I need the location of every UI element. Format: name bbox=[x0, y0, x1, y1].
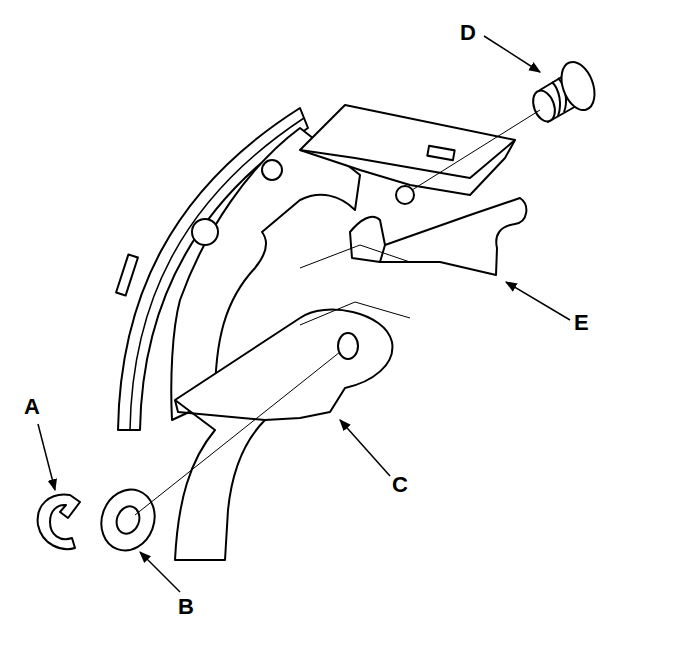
leader-arrow bbox=[506, 282, 570, 320]
leader-arrow bbox=[484, 36, 540, 72]
lining-tab bbox=[116, 254, 138, 295]
leader-arrow bbox=[140, 552, 180, 592]
part-letter: C bbox=[392, 474, 408, 496]
bracket-e bbox=[350, 198, 526, 275]
leader-arrow bbox=[38, 424, 55, 490]
lever-c bbox=[175, 310, 392, 560]
assembly-bracket bbox=[300, 245, 410, 268]
clip-a bbox=[38, 495, 80, 550]
part-letter: D bbox=[460, 22, 476, 44]
tab-slot bbox=[427, 146, 454, 160]
part-letter: A bbox=[24, 396, 40, 418]
leader-arrow bbox=[340, 420, 390, 476]
assembly-bracket bbox=[300, 302, 410, 325]
web-hole bbox=[192, 219, 218, 245]
lever-hole bbox=[338, 333, 358, 359]
lever-c-edge bbox=[175, 400, 265, 420]
washer-b bbox=[93, 482, 163, 558]
center-line bbox=[412, 110, 540, 190]
tab-hole bbox=[396, 186, 414, 204]
web-hole bbox=[262, 160, 282, 180]
washer-b-hole bbox=[113, 503, 143, 537]
pin-d-head bbox=[555, 57, 600, 114]
part-letter: E bbox=[574, 312, 589, 334]
part-letter: B bbox=[178, 596, 194, 618]
shoe-top-tab bbox=[300, 105, 515, 195]
pin-d-end bbox=[529, 88, 559, 125]
center-line bbox=[135, 352, 340, 515]
